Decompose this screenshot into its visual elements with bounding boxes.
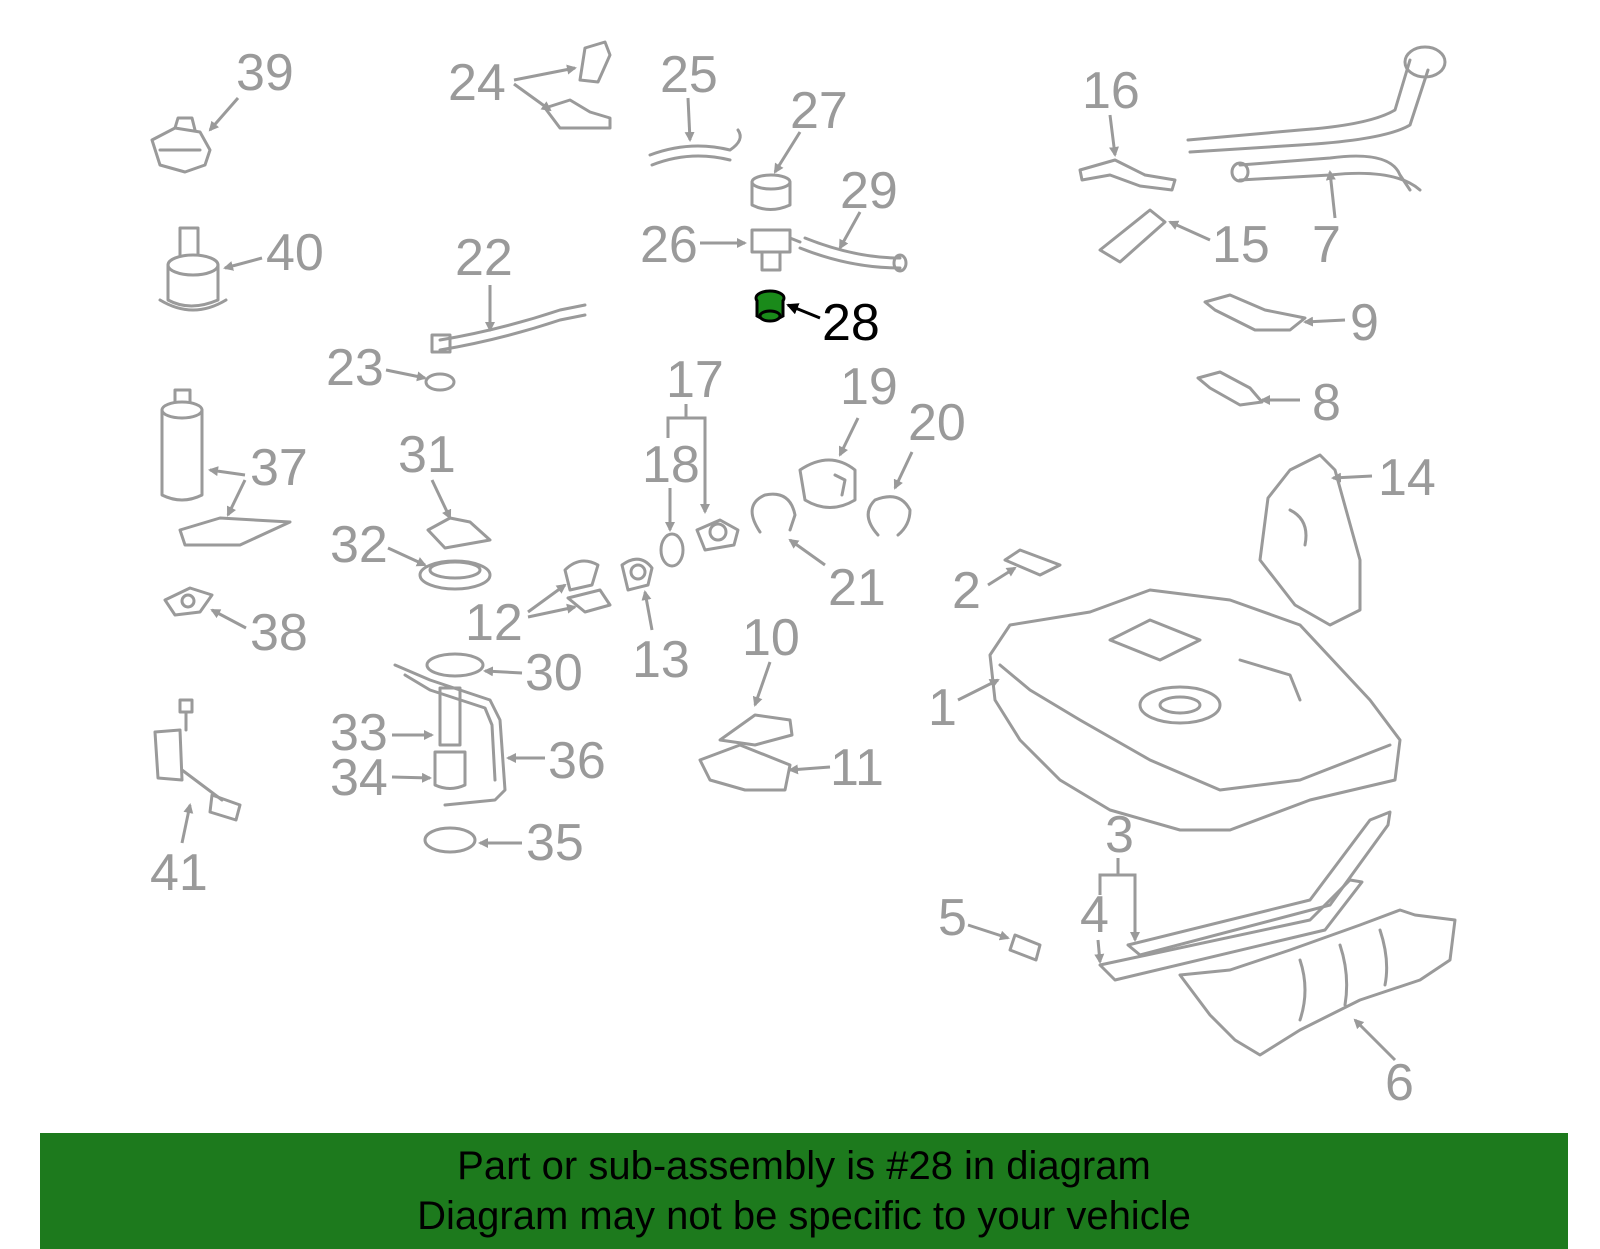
part-38-filter <box>163 586 214 617</box>
label-41: 41 <box>150 844 208 902</box>
label-8: 8 <box>1312 374 1341 432</box>
part-39-fuel-sender-connector <box>150 116 212 174</box>
label-19: 19 <box>840 358 898 416</box>
label-3: 3 <box>1105 806 1134 864</box>
label-34: 34 <box>330 749 388 807</box>
part-29-hose <box>798 236 908 273</box>
part-18-ring <box>659 532 685 568</box>
label-33: 33 <box>330 704 388 762</box>
part-1-fuel-tank <box>988 588 1402 832</box>
label-16: 16 <box>1082 62 1140 120</box>
label-12: 12 <box>465 594 523 652</box>
label-15: 15 <box>1212 216 1270 274</box>
part-27-cap <box>750 173 792 211</box>
label-10: 10 <box>742 609 800 667</box>
part-35-gasket <box>423 826 477 854</box>
part-9-bracket <box>1203 293 1307 332</box>
label-23: 23 <box>326 339 384 397</box>
label-24: 24 <box>448 54 506 112</box>
label-30: 30 <box>525 644 583 702</box>
label-14: 14 <box>1378 449 1436 507</box>
part-8-bracket <box>1196 370 1264 407</box>
label-35: 35 <box>526 814 584 872</box>
banner-text: Part or sub-assembly is #28 in diagram D… <box>40 1141 1568 1241</box>
part-22-tube <box>430 303 587 354</box>
part-25-hose <box>648 128 742 167</box>
label-1: 1 <box>928 679 957 737</box>
label-2: 2 <box>952 562 981 620</box>
label-4: 4 <box>1080 886 1109 944</box>
info-banner: Part or sub-assembly is #28 in diagram D… <box>40 1133 1568 1249</box>
label-13: 13 <box>632 631 690 689</box>
label-36: 36 <box>548 732 606 790</box>
banner-line-1: Part or sub-assembly is #28 in diagram <box>457 1144 1151 1188</box>
label-29: 29 <box>840 162 898 220</box>
label-9: 9 <box>1350 294 1379 352</box>
part-19-filler-cap <box>798 458 857 509</box>
part-6-protector <box>1178 908 1457 1057</box>
label-39: 39 <box>236 44 294 102</box>
part-24-bracket <box>543 40 612 130</box>
label-40: 40 <box>266 224 324 282</box>
part-26-valve <box>750 228 802 272</box>
label-26: 26 <box>640 216 698 274</box>
part-15-hose <box>1098 208 1167 264</box>
label-28: 28 <box>822 294 880 352</box>
label-18: 18 <box>642 436 700 494</box>
part-36-tube <box>393 663 507 807</box>
part-16-strap <box>1078 158 1177 192</box>
label-17: 17 <box>666 351 724 409</box>
label-11: 11 <box>830 739 884 797</box>
part-37-fuel-pump <box>160 388 292 547</box>
label-31: 31 <box>398 426 456 484</box>
part-2-pad <box>1003 548 1062 577</box>
part-5-bolt <box>1008 933 1042 962</box>
part-10-bracket <box>718 713 794 747</box>
part-17-cap <box>695 518 740 552</box>
part-3-band <box>1126 810 1392 957</box>
label-22: 22 <box>455 229 513 287</box>
label-32: 32 <box>330 516 388 574</box>
label-21: 21 <box>828 559 886 617</box>
label-37: 37 <box>250 439 308 497</box>
part-20-gasket <box>866 495 912 537</box>
label-7: 7 <box>1312 216 1341 274</box>
part-11-protector <box>698 743 792 792</box>
banner-line-2: Diagram may not be specific to your vehi… <box>417 1194 1191 1238</box>
part-40-fuel-pump-bracket <box>158 226 228 312</box>
part-13-valve <box>620 557 654 592</box>
label-25: 25 <box>660 46 718 104</box>
part-21-clamp <box>750 492 797 534</box>
label-27: 27 <box>790 82 848 140</box>
part-28-grommet-highlighted <box>754 289 786 323</box>
part-7-filler-pipe <box>1186 45 1447 192</box>
part-4-band <box>1098 878 1364 982</box>
part-33-pump-body <box>438 686 462 747</box>
part-12-cap <box>563 559 612 614</box>
label-5: 5 <box>938 889 967 947</box>
part-30-flange <box>425 652 485 678</box>
part-14-heat-shield <box>1258 453 1362 627</box>
label-20: 20 <box>908 394 966 452</box>
part-31-bracket <box>426 516 492 550</box>
part-34-filter <box>433 750 467 790</box>
part-32-ring <box>418 559 492 591</box>
part-23-grommet <box>424 372 456 392</box>
label-38: 38 <box>250 604 308 662</box>
part-41-sender-gauge <box>153 698 242 822</box>
label-6: 6 <box>1385 1054 1414 1112</box>
